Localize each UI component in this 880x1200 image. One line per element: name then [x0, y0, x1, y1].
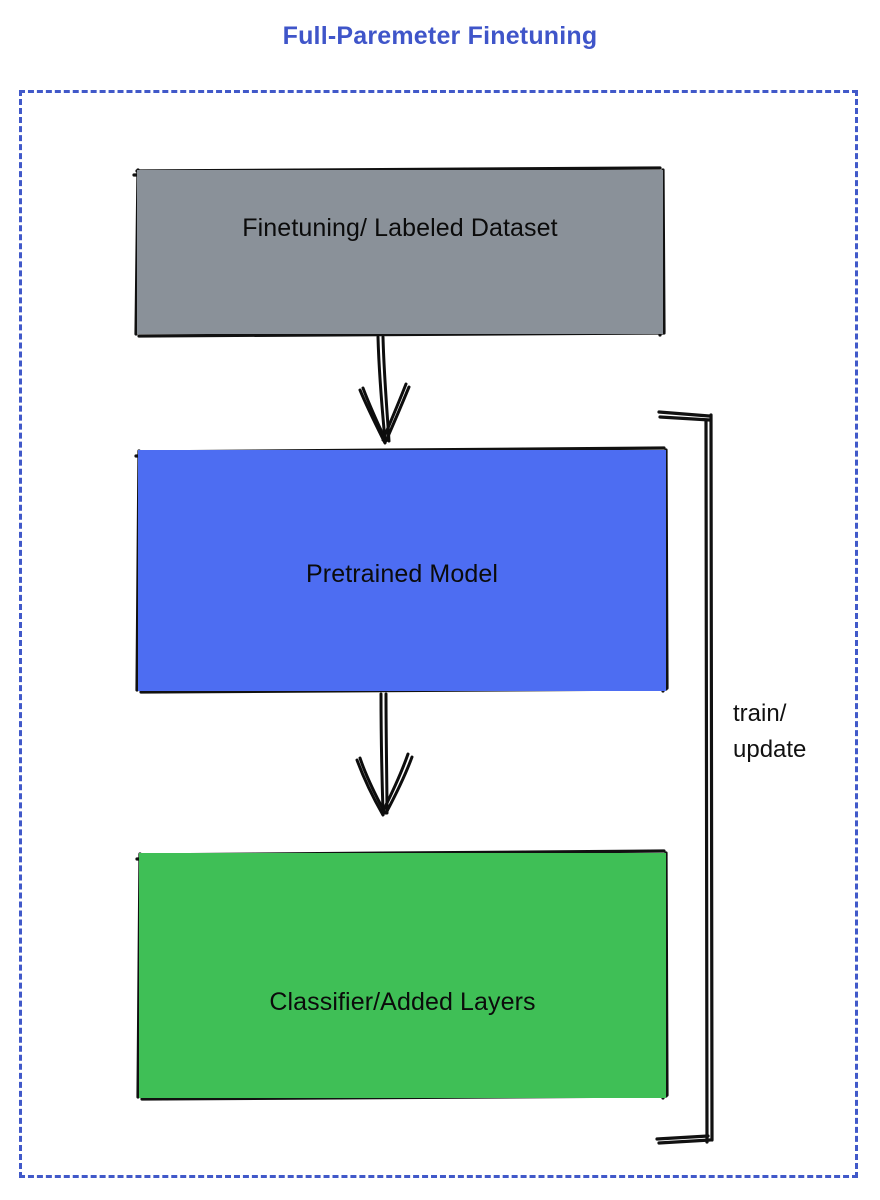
- node-dataset[interactable]: Finetuning/ Labeled Dataset: [137, 170, 663, 334]
- node-pretrained-model-label: Pretrained Model: [306, 560, 498, 588]
- node-dataset-label: Finetuning/ Labeled Dataset: [242, 213, 558, 242]
- node-classifier-added-layers-label: Classifier/Added Layers: [269, 988, 536, 1016]
- node-pretrained-model[interactable]: Pretrained Model: [138, 450, 666, 691]
- page-title: Full-Paremeter Finetuning: [282, 22, 598, 50]
- feedback-loop-label: train/ update: [733, 700, 807, 763]
- node-classifier-added-layers[interactable]: Classifier/Added Layers: [139, 853, 666, 1098]
- dashed-container-boundary: [19, 90, 858, 1178]
